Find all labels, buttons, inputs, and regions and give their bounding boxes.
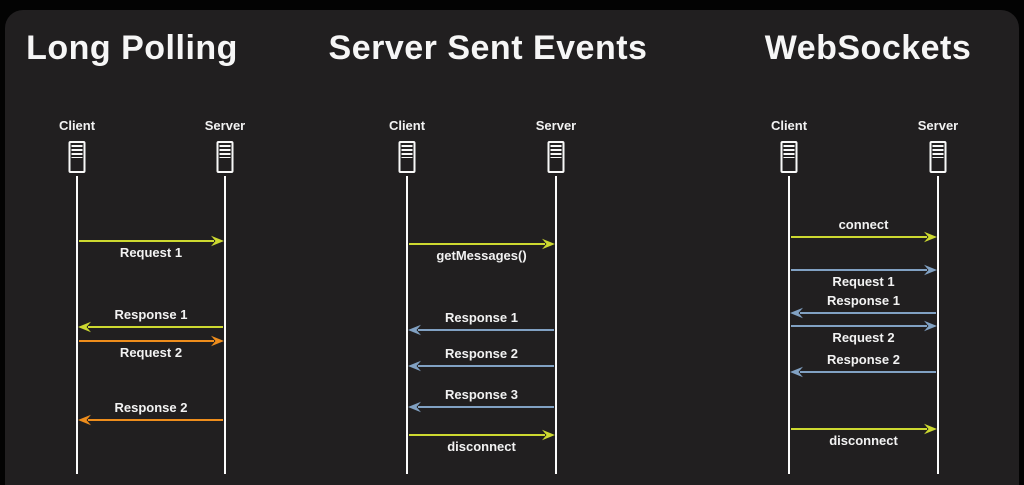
message-label: Response 2 <box>114 400 188 415</box>
client-label: Client <box>388 118 426 133</box>
machine-vents <box>550 145 562 158</box>
message-arrow-left <box>408 401 554 413</box>
message-label: Request 2 <box>832 330 895 345</box>
message-label: Response 1 <box>445 310 518 325</box>
message-label: disconnect <box>447 439 516 454</box>
panel-background <box>5 10 1019 485</box>
client-label: Client <box>770 118 808 133</box>
message-arrow-left <box>408 360 554 372</box>
server-lifeline <box>224 176 226 474</box>
message-label: Response 3 <box>445 387 518 402</box>
message-arrow-right <box>409 429 555 441</box>
message-arrow-left <box>790 307 936 319</box>
machine-vents <box>783 145 795 158</box>
message-arrow-right <box>791 423 937 435</box>
server-machine-icon <box>929 141 947 173</box>
message-label: Request 1 <box>119 245 183 260</box>
message-label: Response 2 <box>827 352 900 367</box>
message-arrow-left <box>408 324 554 336</box>
server-label: Server <box>535 118 577 133</box>
message-arrow-right <box>791 231 937 243</box>
message-arrow-left <box>78 414 223 426</box>
machine-vents <box>401 145 413 158</box>
server-lifeline <box>937 176 939 474</box>
server-machine-icon <box>216 141 234 173</box>
server-label: Server <box>204 118 246 133</box>
panel-title-server-sent-events: Server Sent Events <box>328 29 648 67</box>
machine-vents <box>219 145 231 158</box>
message-arrow-right <box>791 320 937 332</box>
panel-title-long-polling: Long Polling <box>26 29 238 67</box>
client-machine-icon <box>398 141 416 173</box>
server-lifeline <box>555 176 557 474</box>
message-arrow-right <box>791 264 937 276</box>
message-arrow-right <box>79 235 224 247</box>
client-lifeline <box>76 176 78 474</box>
message-label: Request 1 <box>832 274 895 289</box>
message-label: disconnect <box>829 433 898 448</box>
machine-vents <box>932 145 944 158</box>
client-lifeline <box>788 176 790 474</box>
message-label: Response 1 <box>827 293 900 308</box>
server-machine-icon <box>547 141 565 173</box>
server-label: Server <box>917 118 959 133</box>
panel-title-websockets: WebSockets <box>764 29 972 67</box>
client-label: Client <box>58 118 96 133</box>
message-label: Response 2 <box>445 346 518 361</box>
message-label: getMessages() <box>436 248 527 263</box>
message-arrow-right <box>409 238 555 250</box>
message-label: connect <box>838 217 889 232</box>
message-label: Request 2 <box>119 345 183 360</box>
message-label: Response 1 <box>114 307 188 322</box>
message-arrow-right <box>79 335 224 347</box>
client-machine-icon <box>68 141 86 173</box>
message-arrow-left <box>78 321 223 333</box>
client-machine-icon <box>780 141 798 173</box>
message-arrow-left <box>790 366 936 378</box>
machine-vents <box>71 145 83 158</box>
client-lifeline <box>406 176 408 474</box>
